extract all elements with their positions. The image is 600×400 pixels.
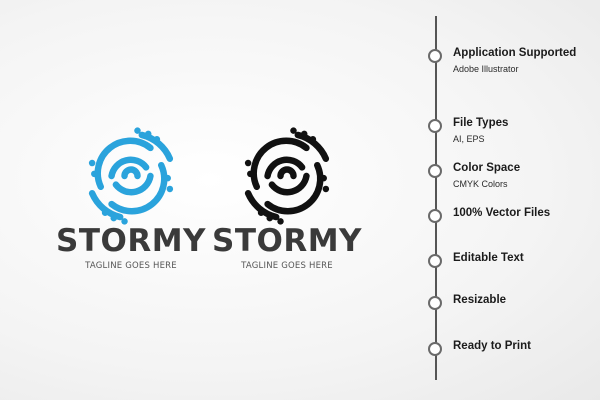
swirl-storm-icon [244, 127, 330, 225]
swirl-storm-icon [88, 127, 174, 225]
timeline-line [435, 16, 437, 380]
circle-node-icon [428, 254, 442, 268]
feature-title: Application Supported [453, 47, 577, 59]
feature-title: 100% Vector Files [453, 207, 551, 219]
feature-desc: AI, EPS [453, 134, 485, 144]
circle-node-icon [428, 164, 442, 178]
feature-title: Color Space [453, 162, 521, 174]
circle-node-icon [428, 49, 442, 63]
feature-desc: Adobe Illustrator [453, 64, 519, 74]
circle-node-icon [428, 342, 442, 356]
feature-title: Editable Text [453, 252, 524, 264]
circle-node-icon [428, 296, 442, 310]
feature-title: Ready to Print [453, 340, 531, 352]
circle-node-icon [428, 119, 442, 133]
logo-wordmark: STORMY [212, 223, 362, 259]
circle-node-icon [428, 209, 442, 223]
feature-title: File Types [453, 117, 509, 129]
logo-blue: STORMY TAGLINE GOES HERE [51, 122, 211, 271]
feature-desc: CMYK Colors [453, 179, 508, 189]
feature-title: Resizable [453, 294, 507, 306]
logo-wordmark: STORMY [56, 223, 206, 259]
logo-black: STORMY TAGLINE GOES HERE [207, 122, 367, 271]
logo-tagline: TAGLINE GOES HERE [85, 261, 177, 271]
logo-tagline: TAGLINE GOES HERE [241, 261, 333, 271]
